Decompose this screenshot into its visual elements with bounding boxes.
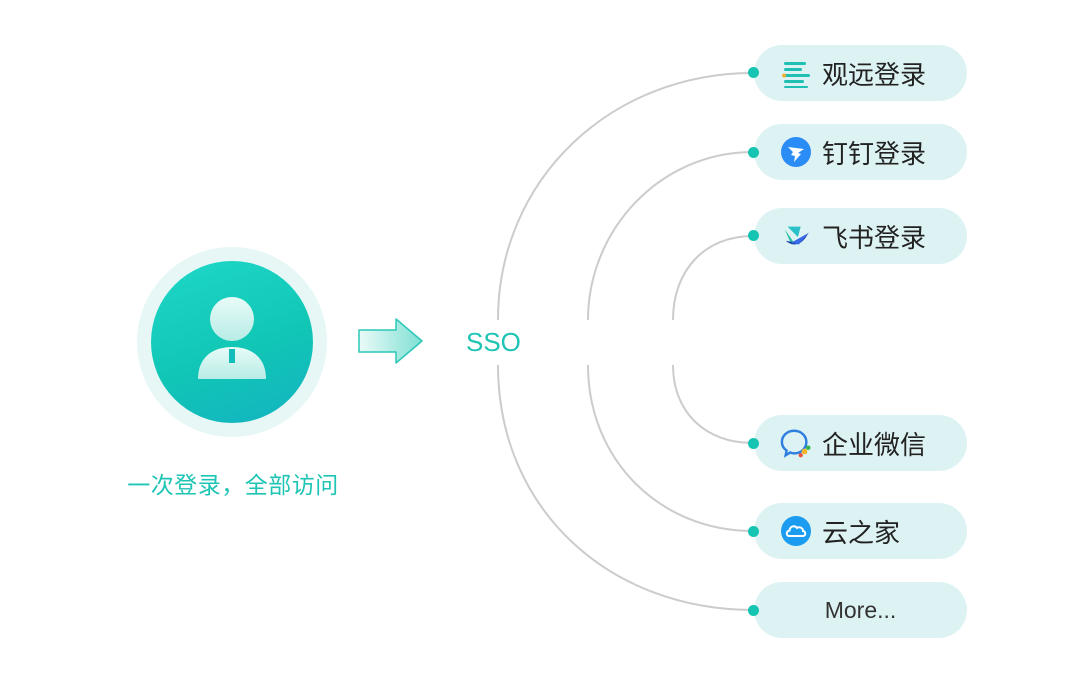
provider-wecom[interactable]: 企业微信 <box>754 415 967 471</box>
dingtalk-icon <box>780 136 812 168</box>
provider-dingtalk[interactable]: 钉钉登录 <box>754 124 967 180</box>
provider-feishu[interactable]: 飞书登录 <box>754 208 967 264</box>
connector-dot <box>748 147 759 158</box>
provider-label: 观远登录 <box>822 60 927 91</box>
provider-label: More... <box>824 596 897 623</box>
provider-more[interactable]: More... <box>754 582 967 638</box>
wecom-icon <box>780 427 812 459</box>
connector-dot <box>748 67 759 78</box>
connector-yunzhijia <box>587 364 754 532</box>
provider-guanyuan[interactable]: 观远登录 <box>754 45 967 101</box>
connector-dot <box>748 526 759 537</box>
user-icon <box>198 297 266 379</box>
connector-more <box>497 364 754 611</box>
provider-label: 云之家 <box>822 518 901 549</box>
provider-yunzhijia[interactable]: 云之家 <box>754 503 967 559</box>
user-avatar <box>137 247 327 437</box>
provider-label: 企业微信 <box>822 430 927 461</box>
connector-dot <box>748 438 759 449</box>
connector-wecom <box>672 364 754 444</box>
right-arrow-icon <box>358 318 423 364</box>
feishu-icon <box>780 220 812 252</box>
guanyuan-lines-icon <box>780 57 812 89</box>
yunzhijia-cloud-icon <box>780 515 812 547</box>
connector-feishu <box>672 235 754 321</box>
provider-label: 钉钉登录 <box>822 139 927 170</box>
connector-dingtalk <box>587 151 754 321</box>
provider-label: 飞书登录 <box>822 223 927 254</box>
connector-dot <box>748 605 759 616</box>
connector-dot <box>748 230 759 241</box>
avatar-disc <box>151 261 313 423</box>
user-caption: 一次登录，全部访问 <box>127 473 339 499</box>
sso-label: SSO <box>466 327 521 357</box>
connector-guanyuan <box>497 72 754 321</box>
